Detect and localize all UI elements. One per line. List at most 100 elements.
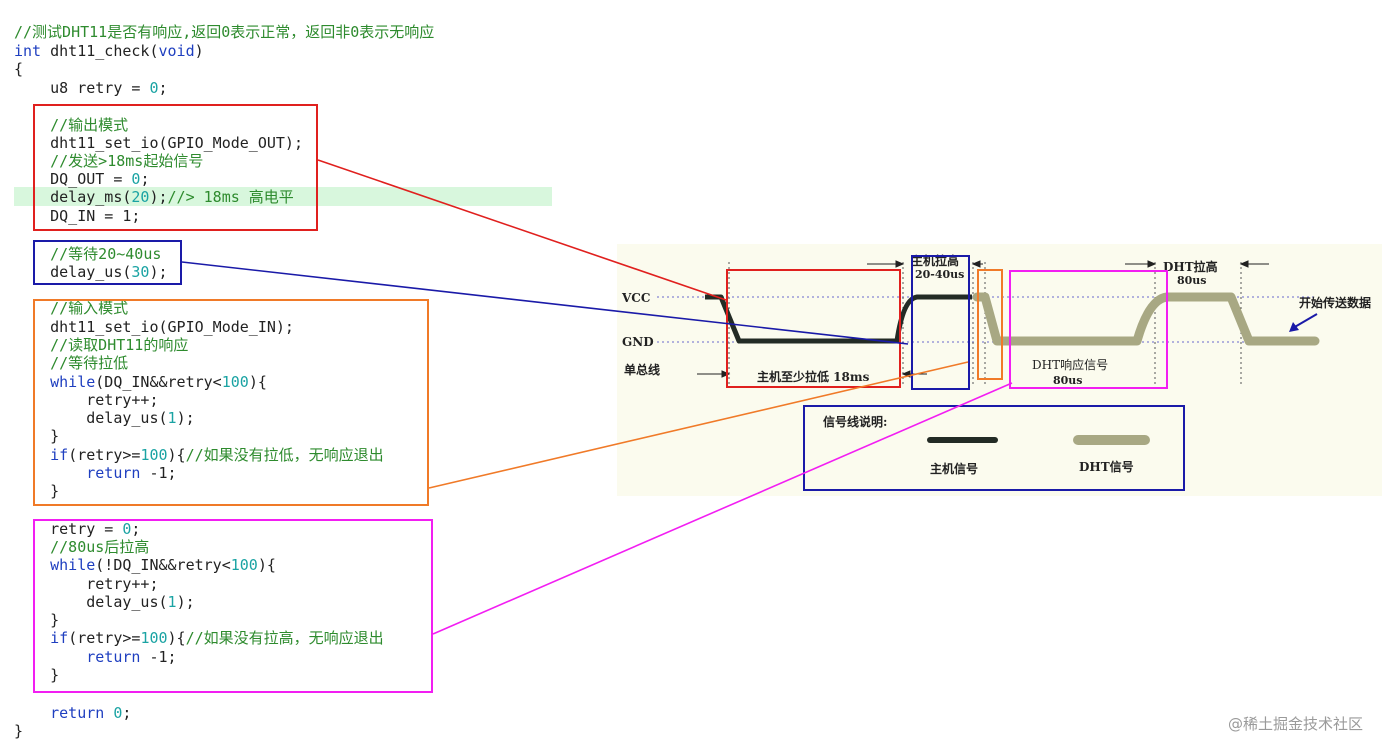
comment-80us: //80us后拉高 xyxy=(14,538,150,556)
return-keyword-2: return xyxy=(14,648,141,666)
if-comment-2: //如果没有拉高，无响应退出 xyxy=(185,629,384,647)
if-close-2: ){ xyxy=(167,629,186,647)
return-keyword-1: return xyxy=(14,464,141,482)
dq-out-zero: 0 xyxy=(131,170,141,188)
dq-in-line: DQ_IN = 1; xyxy=(14,207,141,225)
retry-reset-semi: ; xyxy=(131,520,141,538)
diagram-box-blue xyxy=(911,255,970,390)
dht-pull-up-duration-label: 80us xyxy=(1177,274,1207,287)
return-keyword-3: return xyxy=(14,704,105,722)
connector-blue xyxy=(181,261,909,345)
delay-us-close: ); xyxy=(149,263,168,281)
set-io-out-line: dht11_set_io(GPIO_Mode_OUT); xyxy=(14,134,303,152)
host-low-label: 主机至少拉低 18ms xyxy=(757,370,870,384)
start-data-arrowhead xyxy=(1289,322,1299,332)
return-neg-2: return -1; xyxy=(14,648,177,666)
if-limit-1: 100 xyxy=(140,446,168,464)
while-loop-1: while(DQ_IN&&retry<100){ xyxy=(14,373,267,391)
return-zero-semi: ; xyxy=(122,704,132,722)
comment-read-response: //读取DHT11的响应 xyxy=(14,336,189,354)
code-box-blue xyxy=(33,240,182,285)
brace-close-4: } xyxy=(14,666,60,684)
if-keyword-1: if xyxy=(14,446,69,464)
brace-close-2: } xyxy=(14,482,60,500)
code-box-orange xyxy=(33,299,429,506)
delay-us-1-close-b: ); xyxy=(176,593,195,611)
delay-ms-close: ); xyxy=(149,188,168,206)
while-cond-2: (!DQ_IN&&retry< xyxy=(95,556,231,574)
retry-declaration: u8 retry = 0; xyxy=(14,79,168,97)
signature-close: ) xyxy=(194,42,204,60)
while-limit-1: 100 xyxy=(221,373,249,391)
host-signal-trace xyxy=(705,294,972,344)
comment-wait-low: //等待拉低 xyxy=(14,354,129,372)
dim-arrowhead-4 xyxy=(971,260,981,268)
while-keyword-2: while xyxy=(14,556,96,574)
delay-us-call: delay_us( xyxy=(14,263,132,281)
host-pull-up-label: 主机拉高 xyxy=(911,254,960,268)
function-signature: int dht11_check(void) xyxy=(14,42,204,60)
return-neg-1: return -1; xyxy=(14,464,176,482)
dq-out-text: DQ_OUT = xyxy=(14,170,132,188)
set-io-in-line: dht11_set_io(GPIO_Mode_IN); xyxy=(14,318,294,336)
gnd-label: GND xyxy=(622,335,654,349)
comment-wait: //等待20~40us xyxy=(14,245,162,263)
delay-us-1-line-b: delay_us(1); xyxy=(14,593,195,611)
retry-increment-2: retry++; xyxy=(14,575,159,593)
code-box-magenta xyxy=(33,519,433,693)
dim-arrowhead-5 xyxy=(1147,260,1157,268)
legend-title: 信号线说明: xyxy=(823,415,888,429)
delay-us-1-close-a: ); xyxy=(176,409,195,427)
diagram-box-magenta xyxy=(1009,270,1168,389)
delay-us-1-value-b: 1 xyxy=(167,593,177,611)
void-keyword: void xyxy=(158,42,195,60)
code-comment-header: //测试DHT11是否有响应,返回0表示正常，返回非0表示无响应 xyxy=(14,23,435,41)
return-zero-value: 0 xyxy=(113,704,123,722)
dq-out-line: DQ_OUT = 0; xyxy=(14,170,149,188)
retry-reset-text: retry = xyxy=(14,520,123,538)
if-comment-1: //如果没有拉低，无响应退出 xyxy=(185,446,384,464)
delay-ms-line: delay_ms(20);//> 18ms 高电平 xyxy=(14,188,294,206)
while-close-1: ){ xyxy=(248,373,267,391)
function-name: dht11_check( xyxy=(41,42,159,60)
dht-response-label: DHT响应信号 xyxy=(1032,358,1109,372)
retry-decl-zero: 0 xyxy=(149,79,159,97)
while-cond-1: (DQ_IN&&retry< xyxy=(95,373,222,391)
bus-label: 单总线 xyxy=(624,363,661,377)
connector-red xyxy=(317,159,727,301)
delay-us-1-value-a: 1 xyxy=(167,409,177,427)
retry-reset-line: retry = 0; xyxy=(14,520,140,538)
retry-increment-1: retry++; xyxy=(14,391,159,409)
legend-box xyxy=(803,405,1185,491)
vcc-label: VCC xyxy=(622,291,651,305)
if-check-2: if(retry>=100){//如果没有拉高，无响应退出 xyxy=(14,629,384,647)
code-box-red xyxy=(33,104,318,231)
dht-signal-trace xyxy=(972,292,1320,346)
while-loop-2: while(!DQ_IN&&retry<100){ xyxy=(14,556,276,574)
connector-magenta xyxy=(432,382,1013,635)
delay-ms-value: 20 xyxy=(131,188,150,206)
return-zero-line: return 0; xyxy=(14,704,131,722)
start-data-arrow xyxy=(1292,313,1318,329)
delay-ms-call: delay_ms( xyxy=(14,188,132,206)
legend-dht-label: DHT信号 xyxy=(1079,460,1134,474)
comment-input-mode: //输入模式 xyxy=(14,299,129,317)
delay-us-1-call-a: delay_us( xyxy=(14,409,168,427)
legend-host-label: 主机信号 xyxy=(930,462,979,476)
retry-reset-zero: 0 xyxy=(122,520,132,538)
dim-arrowhead-6 xyxy=(1239,260,1249,268)
if-cond-1: (retry>= xyxy=(68,446,141,464)
brace-close-1: } xyxy=(14,427,60,445)
timing-diagram-graphics xyxy=(657,260,1320,491)
brace-close-3: } xyxy=(14,611,60,629)
return-value-2: -1; xyxy=(140,648,177,666)
connector-orange xyxy=(428,361,969,489)
comment-send-start: //发送>18ms起始信号 xyxy=(14,152,204,170)
if-check-1: if(retry>=100){//如果没有拉低，无响应退出 xyxy=(14,446,384,464)
retry-decl-semi: ; xyxy=(158,79,168,97)
watermark: @稀土掘金技术社区 xyxy=(1227,715,1363,733)
retry-decl-text: u8 retry = xyxy=(14,79,150,97)
int-keyword: int xyxy=(14,42,42,60)
if-limit-2: 100 xyxy=(140,629,168,647)
delay-us-line: delay_us(30); xyxy=(14,263,168,281)
